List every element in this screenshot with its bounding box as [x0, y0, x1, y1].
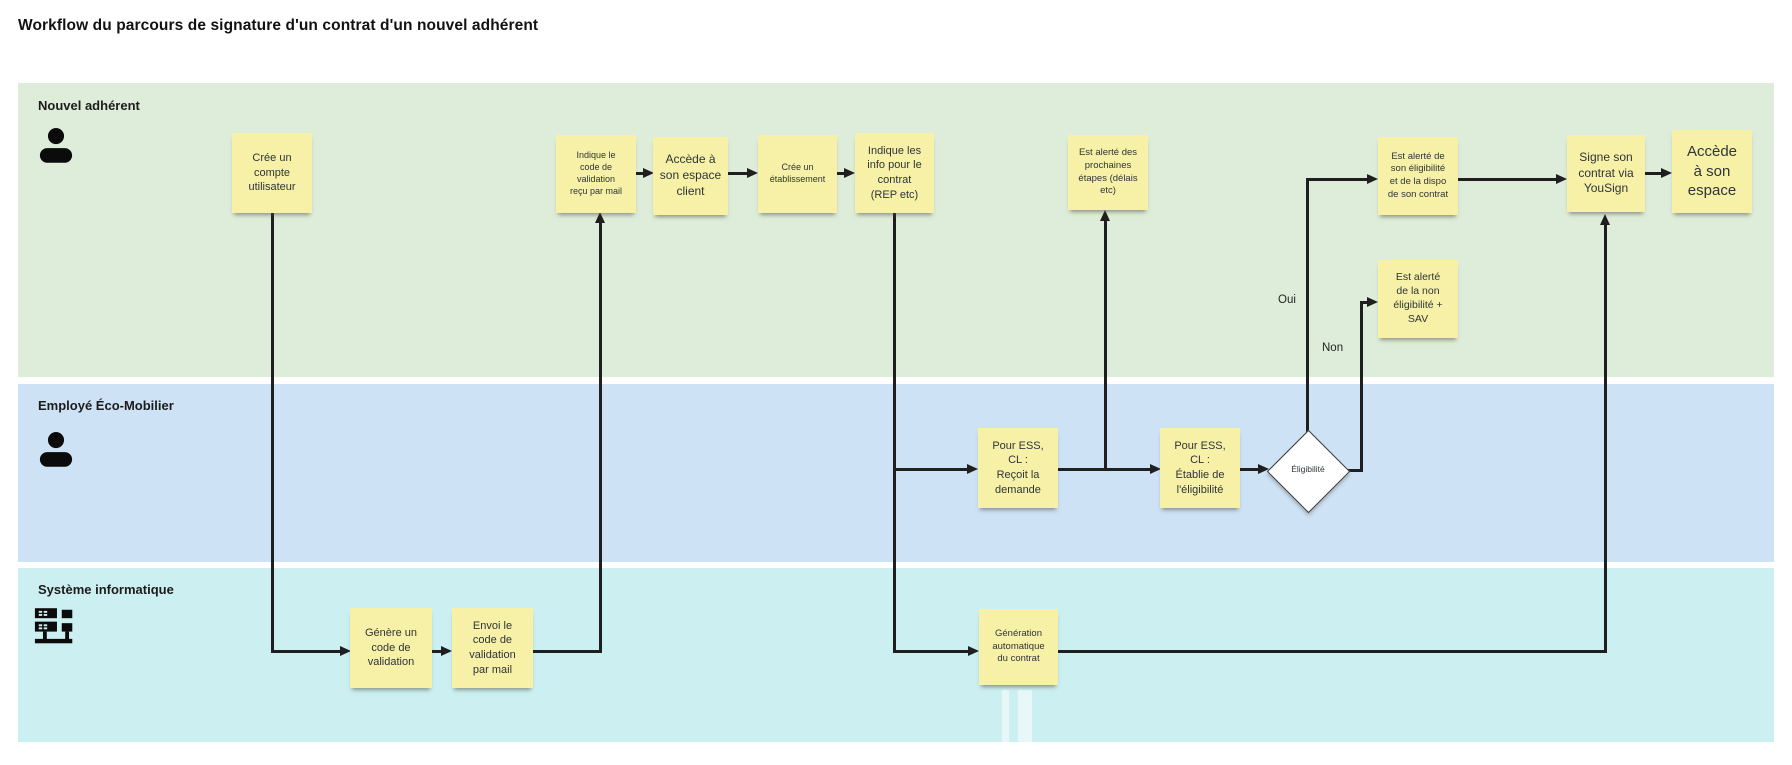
- connector-line: [271, 650, 341, 653]
- note-alerte-non-eligibilite[interactable]: Est alerté de la non éligibilité + SAV: [1378, 260, 1458, 338]
- decision-label: Éligibilité: [1291, 464, 1325, 474]
- arrow-head: [747, 168, 758, 178]
- note-alerte-etapes[interactable]: Est alerté des prochaines étapes (délais…: [1068, 135, 1148, 210]
- lane-nouvel-adherent: [18, 83, 1774, 377]
- connector-line: [1348, 469, 1363, 472]
- note-accede-espace-client[interactable]: Accède à son espace client: [653, 137, 728, 215]
- connector-line: [728, 172, 748, 175]
- arrow-head: [1556, 174, 1567, 184]
- reflection-artifact: [1018, 690, 1032, 742]
- lane-employe-eco-mobilier: [18, 384, 1774, 562]
- connector-line: [1645, 172, 1662, 175]
- arrow-head: [1367, 297, 1378, 307]
- connector-line: [533, 650, 602, 653]
- server-icon: [33, 604, 79, 650]
- reflection-artifact: [1002, 690, 1009, 742]
- person-icon: [33, 124, 79, 170]
- connector-line: [1604, 225, 1607, 653]
- note-signe-contrat[interactable]: Signe son contrat via YouSign: [1567, 135, 1645, 212]
- arrow-head: [1661, 168, 1672, 178]
- note-generation-contrat[interactable]: Génération automatique du contrat: [979, 609, 1058, 685]
- lane-label-nouvel-adherent: Nouvel adhérent: [38, 98, 140, 113]
- lane-label-systeme-informatique: Système informatique: [38, 582, 174, 597]
- lane-label-employe-eco-mobilier: Employé Éco-Mobilier: [38, 398, 174, 413]
- arrow-head: [643, 168, 654, 178]
- connector-line: [893, 650, 969, 653]
- connector-line: [432, 650, 442, 653]
- connector-line: [893, 468, 968, 471]
- arrow-head: [844, 168, 855, 178]
- note-indique-code[interactable]: Indique le code de validation reçu par m…: [556, 135, 636, 213]
- arrow-head: [967, 464, 978, 474]
- note-indique-info-contrat[interactable]: Indique les info pour le contrat (REP et…: [855, 133, 934, 213]
- arrow-head: [1367, 174, 1378, 184]
- page-title: Workflow du parcours de signature d'un c…: [18, 17, 539, 34]
- connector-line: [1240, 468, 1259, 471]
- edge-label-oui: Oui: [1278, 294, 1296, 306]
- connector-line: [893, 212, 896, 653]
- connector-line: [1360, 302, 1363, 472]
- arrow-head: [340, 646, 351, 656]
- connector-line: [599, 222, 602, 653]
- lane-systeme-informatique: [18, 568, 1774, 742]
- connector-line: [271, 212, 274, 652]
- note-genere-code[interactable]: Génère un code de validation: [350, 608, 432, 688]
- edge-label-non: Non: [1322, 342, 1344, 354]
- arrow-head: [968, 646, 979, 656]
- connector-line: [1058, 650, 1607, 653]
- arrow-head: [441, 646, 452, 656]
- note-etablit-eligibilite[interactable]: Pour ESS, CL : Établie de l'éligibilité: [1160, 428, 1240, 508]
- connector-line: [1306, 179, 1309, 433]
- note-envoi-code[interactable]: Envoi le code de validation par mail: [452, 608, 533, 688]
- arrow-head: [1150, 464, 1161, 474]
- arrow-head: [1100, 210, 1110, 221]
- connector-line: [837, 172, 846, 175]
- connector-line: [1104, 220, 1107, 471]
- arrow-head: [595, 212, 605, 223]
- note-alerte-eligibilite[interactable]: Est alerté de son éligibilité et de la d…: [1378, 137, 1458, 215]
- note-cree-etablissement[interactable]: Crée un établissement: [758, 135, 837, 213]
- person-icon: [33, 428, 79, 474]
- connector-line: [1360, 301, 1368, 304]
- arrow-head: [1258, 464, 1269, 474]
- note-recoit-demande[interactable]: Pour ESS, CL : Reçoit la demande: [978, 428, 1058, 508]
- arrow-head: [1600, 214, 1610, 225]
- note-accede-espace[interactable]: Accède à son espace: [1672, 130, 1752, 213]
- connector-line: [1306, 178, 1368, 181]
- connector-line: [636, 172, 645, 175]
- connector-line: [1458, 178, 1557, 181]
- note-cree-compte[interactable]: Crée un compte utilisateur: [232, 133, 312, 213]
